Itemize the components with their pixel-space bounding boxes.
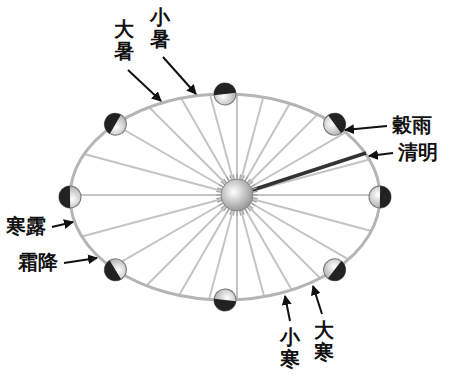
sun-disc [221, 179, 253, 211]
earth-day-side [213, 288, 237, 312]
solar-term-label: 大暑 [114, 18, 134, 62]
earth-day-side [100, 255, 130, 285]
leader-arrow [163, 57, 196, 94]
solar-term-label: 寒露 [6, 215, 46, 237]
leader-arrow [128, 70, 161, 101]
solar-term-label: 小寒 [280, 326, 300, 370]
sun-symbol [216, 174, 258, 216]
leader-arrow [313, 286, 322, 314]
spoke-line [181, 98, 237, 195]
earth-day-side [319, 254, 350, 285]
solar-term-label: 霜降 [18, 251, 58, 273]
solar-term-label: 穀雨 [392, 114, 432, 136]
earth-night-side [213, 82, 236, 96]
leader-arrows [52, 57, 393, 321]
earth-symbol [319, 109, 350, 140]
leader-arrow [285, 296, 290, 321]
spoke-line [237, 194, 380, 196]
earth-day-side [213, 82, 237, 106]
earth-night-side [100, 109, 121, 134]
spoke-line [70, 194, 237, 196]
solar-term-label: 小暑 [150, 6, 170, 50]
leader-arrow [345, 126, 387, 130]
earth-symbol [59, 186, 81, 208]
earth-symbol [213, 288, 237, 312]
solar-term-label: 清明 [398, 141, 438, 163]
spoke-line [237, 195, 371, 231]
leader-arrow [52, 222, 73, 227]
earth-night-side [100, 260, 121, 285]
earth-symbol [369, 186, 391, 208]
orbit-ellipse [70, 94, 380, 300]
leader-arrow [64, 258, 97, 263]
earth-day-side [319, 109, 350, 140]
earth-night-side [380, 186, 391, 208]
earth-day-side [100, 109, 130, 139]
earth-symbol [100, 255, 130, 285]
earth-night-side [59, 186, 70, 208]
earth-symbol [319, 254, 350, 285]
spoke-lines [70, 94, 380, 299]
spoke-line [82, 195, 237, 237]
spoke-line [112, 195, 237, 267]
earth-night-side [328, 261, 350, 285]
earth-symbols [59, 82, 391, 312]
solar-term-label: 大寒 [314, 319, 334, 363]
earth-night-side [213, 299, 236, 312]
earth-symbol [100, 109, 130, 139]
earth-day-side [59, 186, 81, 208]
earth-day-side [369, 186, 391, 208]
earth-symbol [213, 82, 237, 106]
leader-arrow [369, 153, 393, 156]
qingming-spoke [237, 153, 366, 195]
spoke-line [84, 154, 237, 195]
